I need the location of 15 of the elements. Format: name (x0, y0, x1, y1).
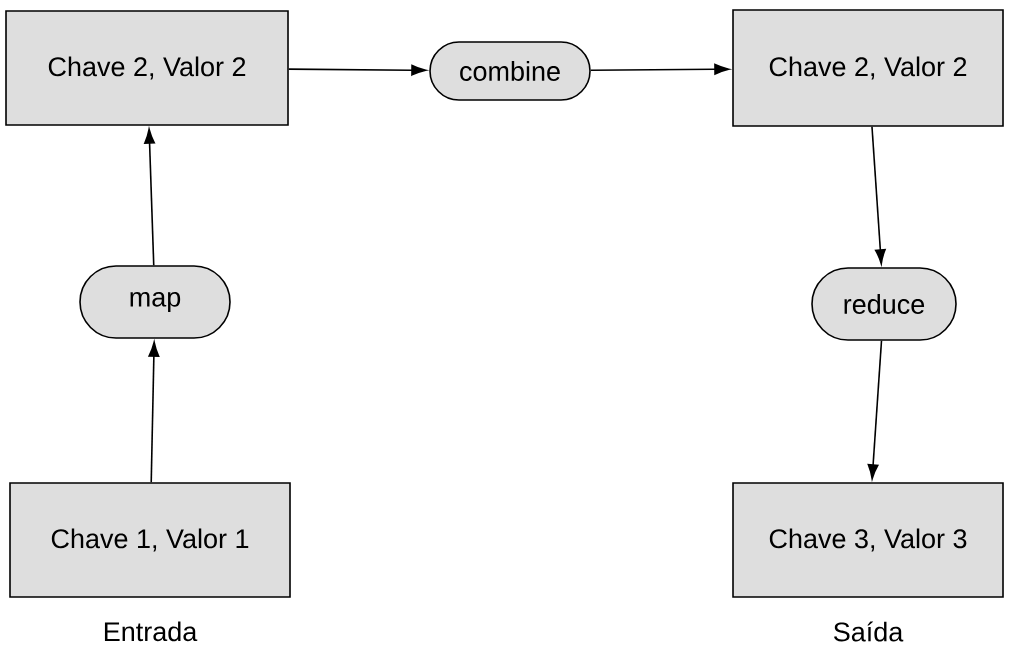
process-box: Chave 3, Valor 3 (732, 482, 1004, 598)
arrow (288, 64, 427, 76)
operation-pill: map (79, 265, 231, 339)
operation-pill: combine (429, 41, 591, 101)
arrow (590, 63, 730, 75)
caption-label: Saída (833, 621, 904, 642)
caption-label: Entrada (104, 621, 198, 642)
process-box: Chave 2, Valor 2 (5, 10, 289, 126)
arrow (867, 340, 883, 480)
operation-pill: reduce (811, 267, 957, 341)
process-box: Chave 1, Valor 1 (9, 482, 291, 598)
arrow (144, 128, 156, 266)
arrow (871, 126, 886, 265)
process-box: Chave 2, Valor 2 (732, 9, 1004, 127)
arrow (148, 341, 160, 483)
